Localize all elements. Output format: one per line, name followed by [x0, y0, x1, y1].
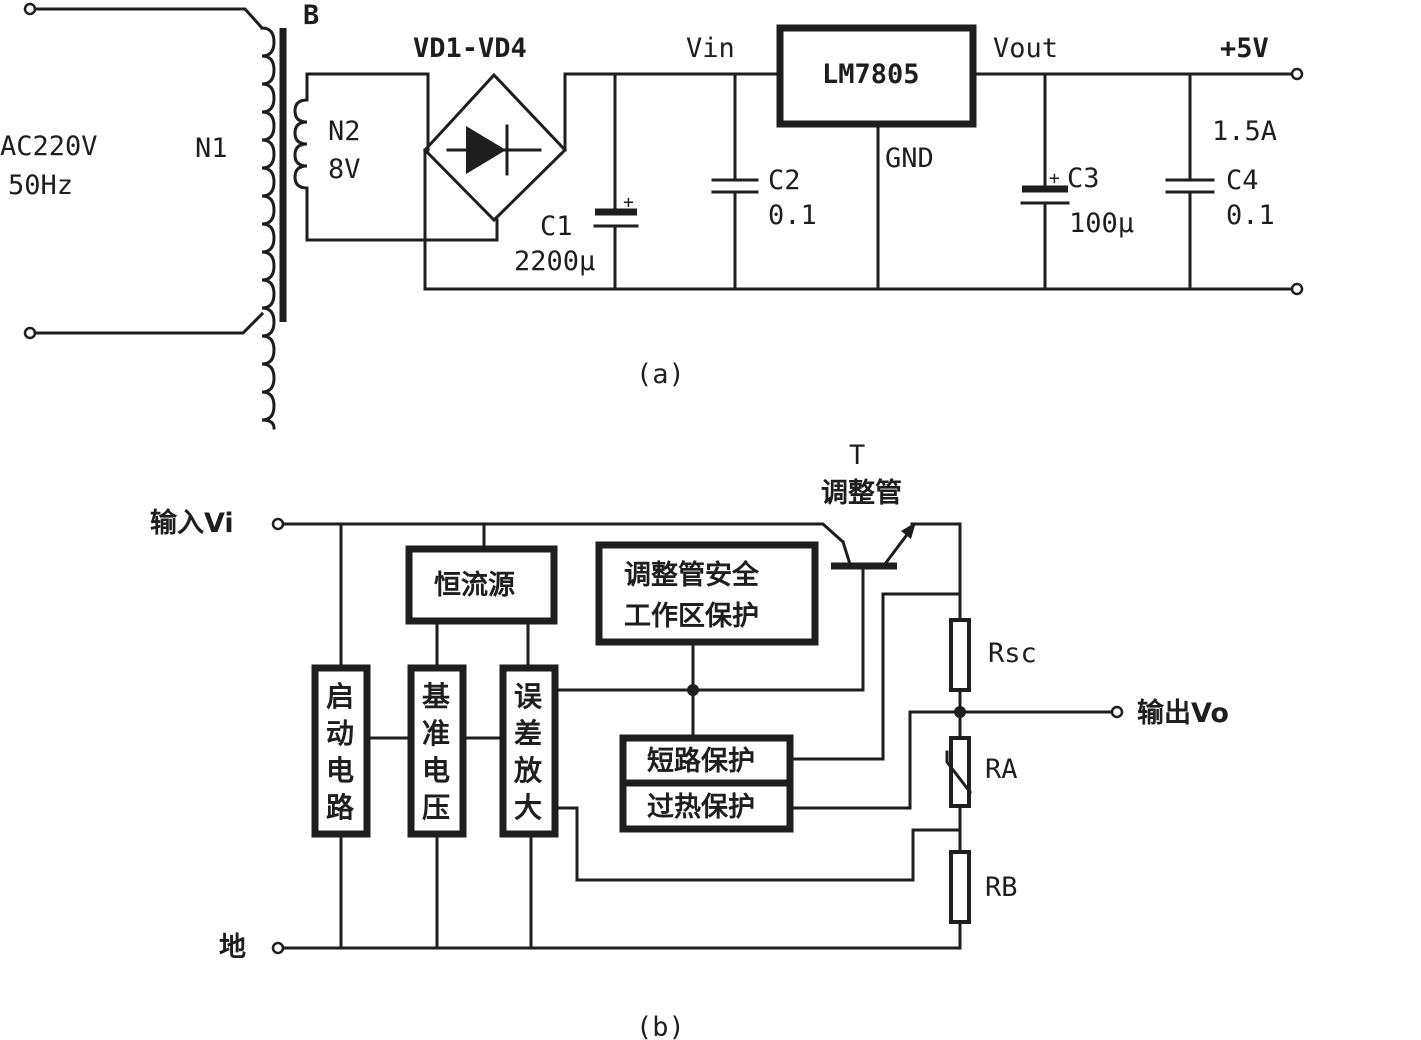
transistor-collector — [841, 540, 852, 566]
secondary-wire-bottom — [305, 186, 499, 242]
error-amp-to-base-wire — [553, 564, 865, 692]
feedback-wire — [553, 806, 962, 882]
reference-char: 基 — [422, 680, 450, 713]
c3-value: 100μ — [1069, 208, 1134, 239]
vin-label: Vin — [686, 33, 735, 64]
primary-winding-label: N1 — [195, 133, 228, 164]
ac-voltage-label: AC220V — [0, 131, 98, 162]
bridge-label: VD1-VD4 — [413, 33, 527, 64]
current-source-box — [405, 545, 558, 625]
emitter-to-rsc-wire — [910, 522, 962, 622]
vin-rail — [563, 72, 782, 152]
startup-circuit-box — [311, 664, 371, 838]
c3-plus-sign: + — [1049, 168, 1060, 189]
ac-frequency-label: 50Hz — [8, 170, 73, 201]
output-terminal-plus — [1290, 67, 1304, 81]
caption-a: (a) — [636, 359, 685, 390]
startup-char: 路 — [326, 791, 355, 824]
primary-coil — [260, 26, 276, 430]
rsc-label: Rsc — [988, 638, 1037, 669]
thermal-protect-label: 过热保护 — [647, 792, 755, 823]
caption-b: (b) — [636, 1012, 685, 1040]
error-amp-char: 大 — [514, 791, 542, 824]
transformer-label: B — [303, 0, 319, 31]
primary-wire-bottom — [33, 311, 265, 335]
c1-plus-sign: + — [623, 192, 634, 213]
output-current-label: 1.5A — [1212, 116, 1277, 147]
regulator-label: LM7805 — [822, 59, 920, 90]
thermal-protect-sense-wire — [788, 710, 962, 810]
bridge-rectifier — [422, 72, 568, 223]
ra-label: RA — [985, 754, 1018, 785]
secondary-voltage-label: 8V — [328, 154, 361, 185]
ground-rail-b — [281, 918, 962, 950]
output-voltage-label: +5V — [1220, 33, 1269, 64]
rb-resistor — [949, 850, 971, 924]
reference-char: 压 — [422, 791, 450, 824]
error-amp-char: 放 — [513, 754, 543, 787]
c1-value: 2200μ — [514, 246, 595, 277]
diagram-b: 输入Vi 地 输出Vo T 调整管 恒流源 调整管安全 工作区保护 短路保护 过… — [150, 440, 1229, 1040]
ground-label: 地 — [219, 932, 246, 963]
ra-adjust-mark — [945, 750, 973, 795]
current-source-label: 恒流源 — [434, 570, 515, 601]
reference-char: 电 — [422, 754, 450, 787]
c2-name: C2 — [768, 165, 801, 196]
transistor-emitter-arrow-icon — [901, 522, 916, 539]
startup-char: 电 — [326, 754, 354, 787]
transistor-name: T — [849, 440, 865, 471]
output-label: 输出Vo — [1137, 697, 1229, 729]
error-amp-char: 差 — [514, 717, 542, 750]
output-terminal — [1110, 705, 1124, 719]
output-terminal-ground — [1290, 282, 1304, 296]
reference-char: 准 — [422, 717, 450, 750]
c1-name: C1 — [540, 211, 573, 242]
rsc-resistor — [949, 618, 971, 692]
c3-name: C3 — [1067, 163, 1100, 194]
soa-label-line1: 调整管安全 — [624, 559, 760, 591]
vout-label: Vout — [993, 33, 1058, 64]
secondary-wire-top — [305, 72, 430, 152]
input-label: 输入Vi — [150, 507, 234, 539]
gnd-label: GND — [885, 143, 934, 174]
input-rail — [281, 522, 846, 545]
diagram-a: + + AC220V 50Hz N1 B N2 8V VD1-VD4 Vin — [0, 0, 1304, 430]
short-protect-sense-wire — [788, 592, 962, 761]
soa-protection-box — [595, 541, 819, 646]
secondary-coil — [293, 98, 309, 190]
ground-rail-a — [423, 148, 1299, 291]
short-protect-label: 短路保护 — [647, 745, 755, 777]
startup-char: 动 — [326, 717, 354, 750]
secondary-winding-label: N2 — [328, 116, 361, 147]
startup-char: 启 — [326, 680, 354, 713]
c4-value: 0.1 — [1226, 200, 1275, 231]
primary-wire-top — [33, 7, 265, 31]
soa-label-line2: 工作区保护 — [624, 601, 759, 632]
lm7805-box — [776, 24, 977, 128]
error-amp-char: 误 — [514, 680, 543, 713]
c4-name: C4 — [1226, 165, 1259, 196]
error-amp-box — [499, 664, 559, 838]
rb-label: RB — [985, 872, 1018, 903]
c2-value: 0.1 — [768, 200, 817, 231]
transistor-label: 调整管 — [821, 478, 902, 509]
